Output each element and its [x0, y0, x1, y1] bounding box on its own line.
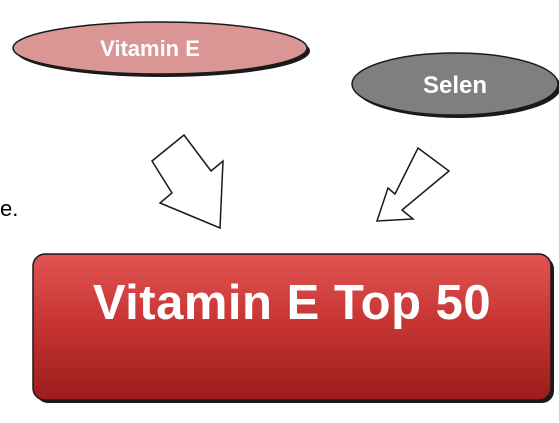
- stray-text: e.: [0, 196, 19, 221]
- selen-ellipse: [351, 52, 559, 116]
- arrow-left-icon: [151, 133, 224, 230]
- result-node: [32, 253, 554, 403]
- vitamin-e-label: Vitamin E: [100, 36, 200, 61]
- selen-label: Selen: [422, 72, 488, 99]
- arrow-right-icon: [375, 146, 451, 222]
- result-rect: [32, 253, 552, 401]
- result-label: Vitamin E Top 50: [92, 276, 492, 330]
- vitamin-e-node: [12, 21, 310, 77]
- selen-node: [351, 52, 559, 118]
- vitamin-e-ellipse: [12, 21, 308, 75]
